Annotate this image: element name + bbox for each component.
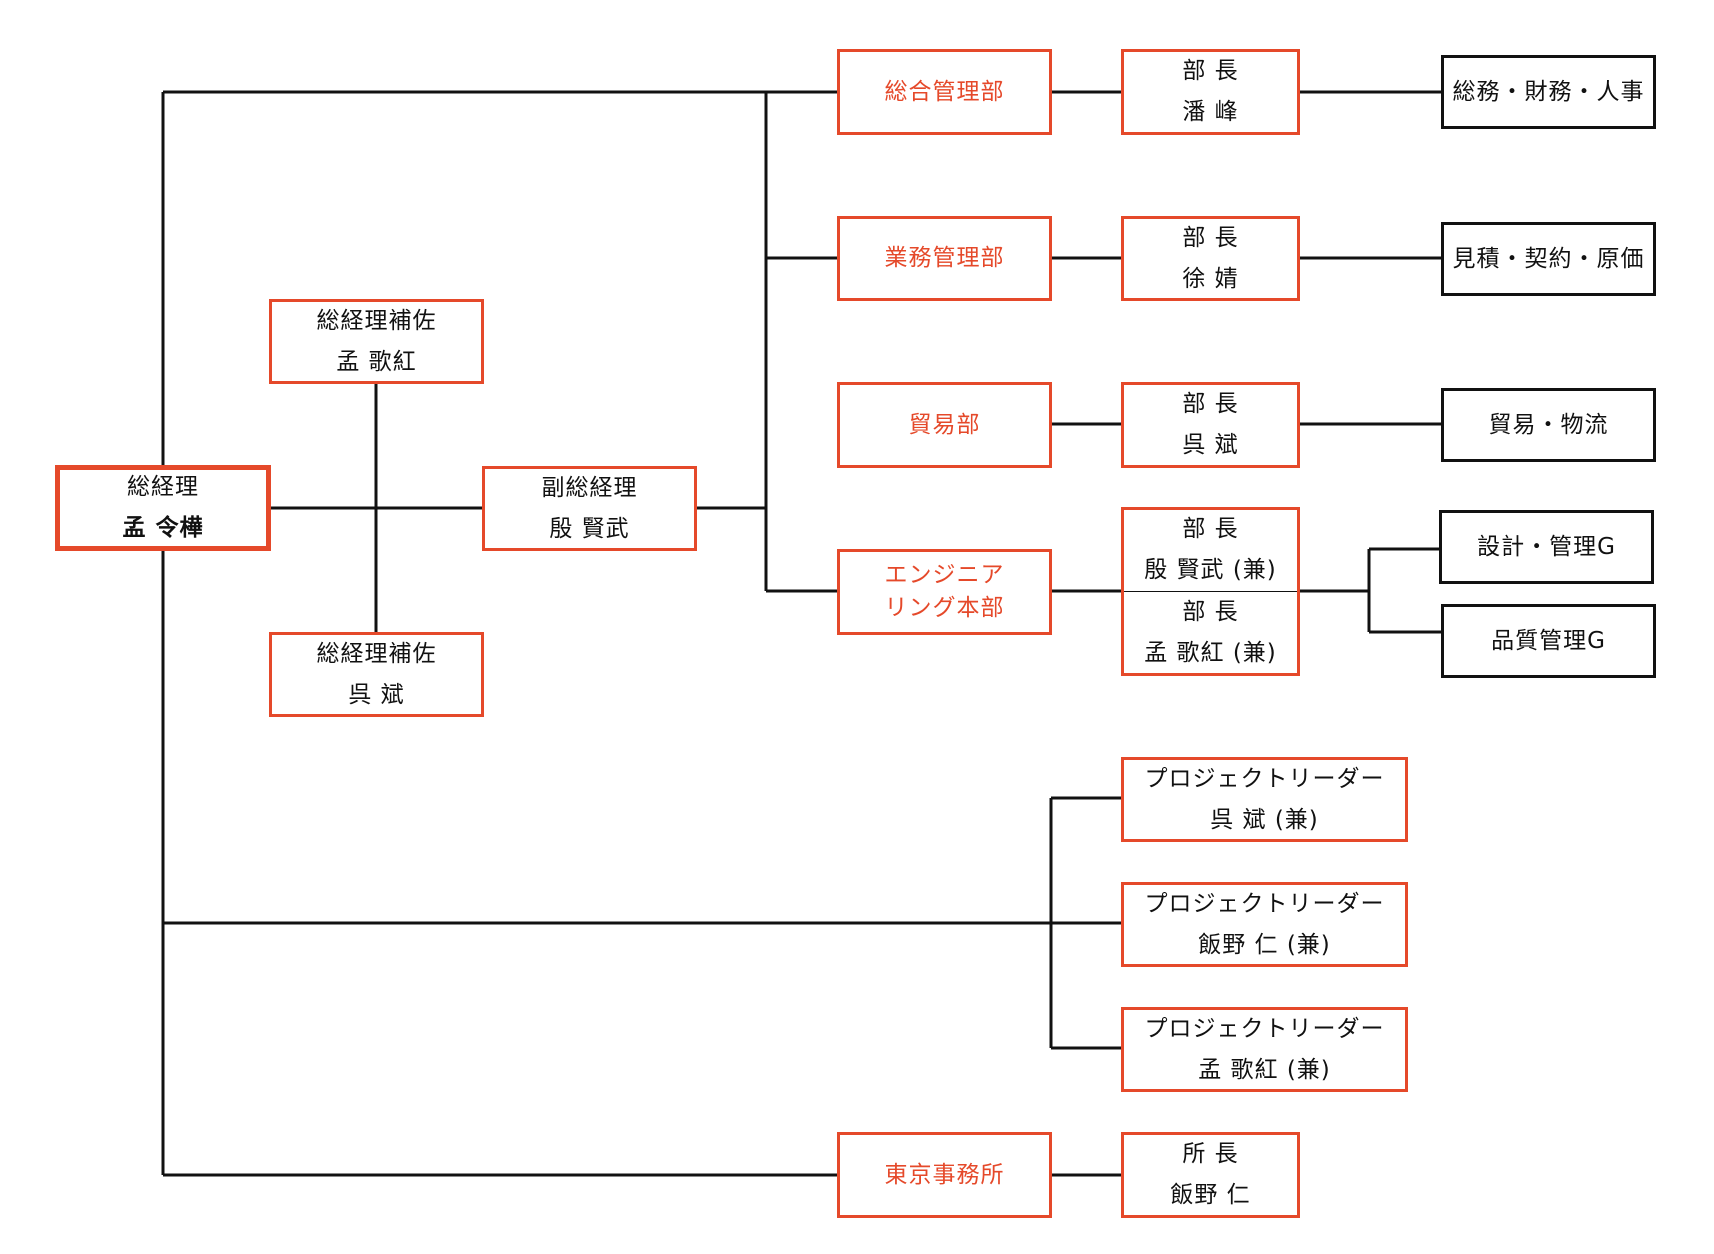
head-name: 孟 歌紅 (兼) [1144, 640, 1277, 666]
office-name: 東京事務所 [884, 1161, 1005, 1188]
ceo-name: 孟 令樺 [122, 515, 204, 541]
pl-name: 孟 歌紅 (兼) [1198, 1056, 1331, 1083]
scope-box-boeki: 貿易・物流 [1441, 388, 1656, 462]
head-box-engineering: 部 長 殷 賢武 (兼) 部 長 孟 歌紅 (兼) [1121, 507, 1300, 676]
head-half-1: 部 長 殷 賢武 (兼) [1124, 509, 1297, 592]
vice-gm-box: 副総経理 殷 賢武 [482, 466, 697, 551]
pl-title: プロジェクトリーダー [1144, 890, 1385, 917]
dept-box-engineering: エンジニア リング本部 [837, 549, 1052, 635]
head-name: 潘 峰 [1182, 99, 1239, 125]
pl-name: 飯野 仁 (兼) [1198, 931, 1331, 958]
assistant-name: 呉 斌 [348, 681, 405, 708]
pl-title: プロジェクトリーダー [1144, 1015, 1385, 1042]
group-box-design: 設計・管理G [1439, 510, 1654, 584]
dept-name: 業務管理部 [884, 245, 1005, 271]
project-leader-box-1: プロジェクトリーダー 呉 斌 (兼) [1121, 757, 1408, 842]
scope-box-somu: 総務・財務・人事 [1441, 55, 1656, 129]
project-leader-box-2: プロジェクトリーダー 飯野 仁 (兼) [1121, 882, 1408, 967]
assistant-box-2: 総経理補佐 呉 斌 [269, 632, 484, 717]
head-name: 飯野 仁 [1170, 1182, 1251, 1208]
assistant-title: 総経理補佐 [316, 640, 437, 667]
head-name: 殷 賢武 (兼) [1144, 557, 1277, 583]
ceo-title: 総経理 [127, 474, 199, 500]
pl-title: プロジェクトリーダー [1144, 765, 1385, 792]
dept-box-somu: 総合管理部 [837, 49, 1052, 135]
dept-name: 貿易部 [908, 411, 981, 438]
head-box-tokyo: 所 長 飯野 仁 [1121, 1132, 1300, 1218]
pl-name: 呉 斌 (兼) [1210, 806, 1319, 833]
assistant-title: 総経理補佐 [316, 307, 437, 334]
group-text: 設計・管理G [1477, 533, 1616, 560]
dept-box-gyomu: 業務管理部 [837, 216, 1052, 301]
group-box-quality: 品質管理G [1441, 604, 1656, 678]
dept-name-line2: リング本部 [884, 595, 1005, 621]
assistant-box-1: 総経理補佐 孟 歌紅 [269, 299, 484, 384]
assistant-name: 孟 歌紅 [336, 348, 417, 375]
scope-text: 貿易・物流 [1488, 411, 1609, 438]
head-name: 徐 婧 [1182, 265, 1239, 292]
scope-box-gyomu: 見積・契約・原価 [1441, 222, 1656, 296]
head-half-2: 部 長 孟 歌紅 (兼) [1124, 592, 1297, 674]
dept-box-tokyo: 東京事務所 [837, 1132, 1052, 1218]
vice-gm-name: 殷 賢武 [549, 515, 630, 542]
head-title: 部 長 [1182, 224, 1239, 251]
head-title: 部 長 [1182, 391, 1239, 417]
dept-name: 総合管理部 [884, 78, 1005, 105]
head-title: 部 長 [1182, 599, 1239, 625]
scope-text: 見積・契約・原価 [1452, 245, 1645, 272]
head-box-somu: 部 長 潘 峰 [1121, 49, 1300, 135]
group-text: 品質管理G [1491, 627, 1606, 654]
ceo-box: 総経理 孟 令樺 [55, 465, 271, 551]
scope-text: 総務・財務・人事 [1452, 78, 1645, 105]
project-leader-box-3: プロジェクトリーダー 孟 歌紅 (兼) [1121, 1007, 1408, 1092]
dept-name-line1: エンジニア [884, 562, 1005, 588]
head-title: 所 長 [1182, 1141, 1239, 1167]
dept-box-boeki: 貿易部 [837, 382, 1052, 468]
vice-gm-title: 副総経理 [541, 474, 638, 501]
head-name: 呉 斌 [1182, 432, 1239, 458]
head-box-gyomu: 部 長 徐 婧 [1121, 216, 1300, 301]
head-box-boeki: 部 長 呉 斌 [1121, 382, 1300, 468]
head-title: 部 長 [1182, 516, 1239, 542]
head-title: 部 長 [1182, 58, 1239, 84]
